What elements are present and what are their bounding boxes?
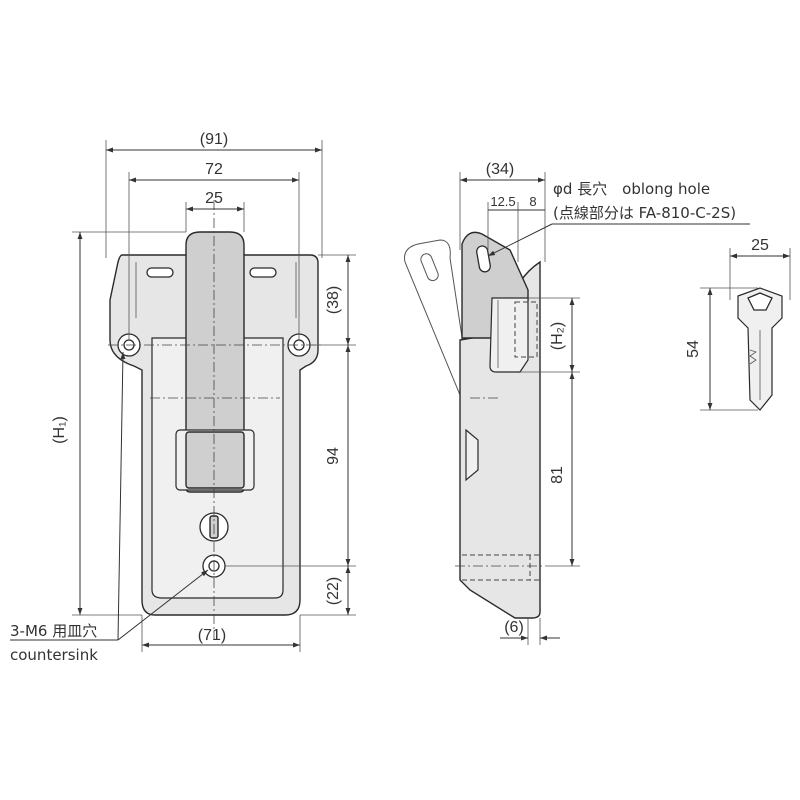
dim-hook-height-h2: (H₂) — [549, 322, 566, 350]
dim-height-h1: (H₁) — [51, 416, 68, 444]
key-view: 25 54 — [685, 237, 791, 411]
dim-key-length: 54 — [685, 340, 702, 358]
note-oblong-hole: φd 長穴 oblong hole — [553, 180, 710, 198]
dim-key-width: 25 — [751, 237, 769, 254]
front-slot-right — [249, 267, 277, 278]
dim-hook-to-base: 81 — [549, 466, 566, 484]
note-dotted-part: (点線部分は FA-810-C-2S) — [553, 204, 736, 222]
dim-side-depth: (34) — [486, 161, 514, 178]
dim-overall-width: (91) — [200, 131, 228, 148]
dim-hole-pitch: 72 — [205, 161, 223, 178]
dim-top-to-hole: (38) — [325, 286, 342, 314]
dim-bottom-offset: (22) — [325, 577, 342, 605]
dim-handle-width: 25 — [205, 190, 223, 207]
note-mounting-countersink-en: countersink — [10, 646, 98, 664]
dim-side-hole-offset-b: 8 — [529, 194, 536, 209]
front-slot-left — [146, 267, 174, 278]
dim-hole-to-bottom-hole: 94 — [325, 447, 342, 465]
dim-side-hole-offset: 12.5 — [490, 194, 515, 209]
note-mounting-countersink: 3-M6 用皿穴 — [10, 622, 97, 640]
side-view: (34) 12.5 8 φd 長穴 oblong hole (点線部分は FA-… — [404, 161, 750, 645]
front-view: (91) 72 25 (H₁) (38) 94 (22) (71) — [10, 131, 356, 664]
side-hook-open-ghost — [404, 239, 471, 396]
side-latch-plate — [489, 297, 529, 373]
dim-base-thickness: (6) — [504, 619, 524, 636]
dim-base-width: (71) — [198, 627, 226, 644]
